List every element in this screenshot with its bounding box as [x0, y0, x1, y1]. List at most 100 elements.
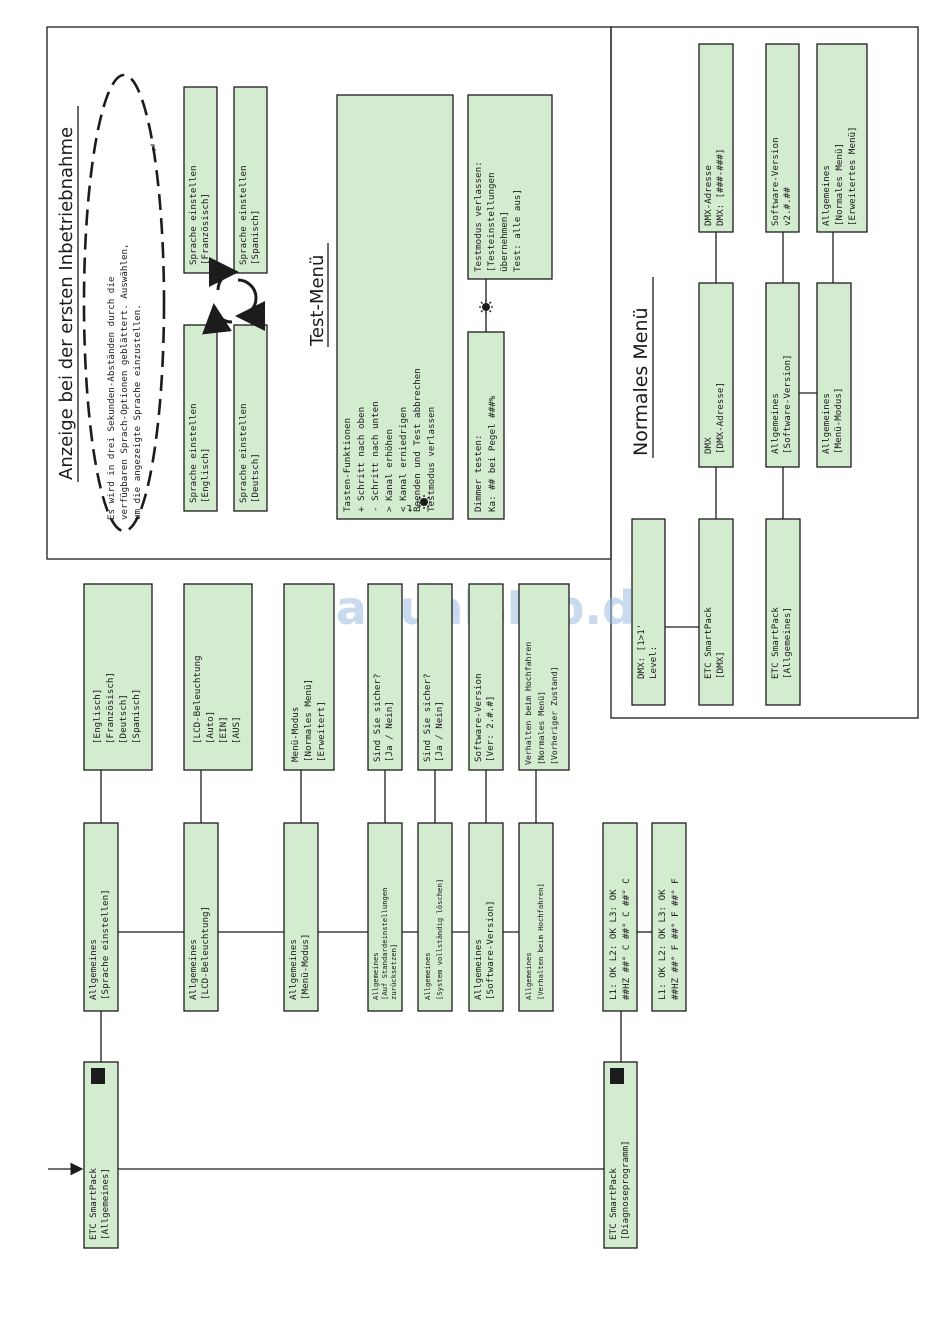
item-menu-mode-line-1: Allgemeines: [288, 939, 299, 1000]
cursor-block-icon: [610, 1068, 624, 1084]
dmx-address-value-box: [698, 43, 734, 233]
etc-dmx-line-2: [DMX]: [715, 651, 726, 679]
value-lcd-line-4: [AUS]: [231, 716, 242, 744]
value-lcd-line-2: [Auto]: [205, 711, 216, 744]
dmx-address-value-line-2: DMX: [###-###]: [715, 149, 726, 226]
general-software-line-1: Allgemeines: [770, 393, 781, 454]
diag-fahrenheit-line-1: L1: OK L2: OK L3: OK: [657, 889, 668, 1000]
value-lcd-line-1: [LCD-Beleuchtung: [192, 655, 203, 744]
first-start-heading: Anzeige bei der ersten Inbetriebnahme: [56, 127, 77, 480]
item-lcd-line-1: Allgemeines: [188, 939, 199, 1000]
root-general-line-1: ETC SmartPack: [88, 1168, 99, 1240]
dimmer-test-line-2: Ka: ## bei Pegel ###%: [487, 395, 498, 512]
language-french-box: [183, 86, 218, 274]
software-version-value-line-1: Software-Version: [770, 137, 781, 226]
value-lcd-line-3: [EIN]: [218, 716, 229, 744]
test-keys-line-5: < Kanal erniedrigen: [398, 407, 409, 512]
item-reset-line-2: [Auf Standardeinstellungen: [380, 887, 389, 1000]
etc-general-line-2: [Allgemeines]: [782, 607, 793, 679]
root-diagnostics-line-1: ETC SmartPack: [608, 1168, 619, 1240]
item-startup-line-1: Allgemeines: [524, 952, 533, 1000]
item-reset-box: [367, 822, 403, 1012]
dimmer-test-box: [467, 331, 505, 520]
language-spanish-line-1: Sprache einstellen: [238, 165, 249, 265]
value-reset-confirm-line-1: Sind Sie sicher?: [372, 673, 383, 762]
test-exit-line-2: [Testeinstellungen: [486, 172, 497, 272]
menu-mode-value-line-1: Allgemeines: [821, 165, 832, 226]
item-reset-line-3: zurücksetzen]: [389, 944, 398, 1000]
test-keys-line-1: Tasten-Funktionen: [342, 418, 353, 512]
item-lcd-box: [183, 822, 219, 1012]
menu-mode-value-box: [816, 43, 868, 233]
test-exit-line-4: Test: alle aus]: [512, 189, 523, 272]
diag-fahrenheit-box: [651, 822, 687, 1012]
item-startup-box: [518, 822, 554, 1012]
value-reset-confirm-line-2: [Ja / Nein]: [384, 701, 395, 762]
value-language-line-3: [Deutsch]: [118, 694, 129, 744]
test-exit-line-1: Testmodus verlassen:: [473, 161, 484, 272]
root-general-line-2: [Allgemeines]: [100, 1168, 111, 1240]
item-software-line-1: Allgemeines: [473, 939, 484, 1000]
test-keys-line-7: Testmodus verlassen: [426, 407, 437, 512]
general-software-box: [765, 282, 800, 468]
menu-mode-value-line-3: [Erweitertes Menü]: [847, 126, 858, 226]
value-language-box: [83, 583, 153, 771]
item-reset-line-1: Allgemeines: [371, 952, 380, 1000]
general-software-line-2: [Software-Version]: [782, 354, 793, 454]
value-startup-line-1: Verhalten beim Hochfahren: [523, 642, 533, 765]
root-general-box: [83, 1061, 119, 1249]
test-keys-line-3: - Schritt nach unten: [370, 401, 381, 512]
general-menu-mode-box: [816, 282, 852, 468]
item-menu-mode-line-2: [Menü-Modus]: [300, 934, 311, 1000]
software-version-value-line-2: v2.#.##: [782, 187, 793, 226]
normal-menu-heading: Normales Menü: [630, 307, 652, 456]
value-lcd-box: [183, 583, 253, 771]
item-clear-box: [417, 822, 453, 1012]
software-version-value-box: [765, 43, 800, 233]
etc-dmx-line-1: ETC SmartPack: [703, 607, 714, 679]
language-spanish-box: [233, 86, 268, 274]
menu-mode-value-line-2: [Normales Menü]: [834, 143, 845, 226]
value-software-line-2: [Ver: 2.#.#]: [485, 696, 496, 762]
dmx-address-value-line-1: DMX-Adresse: [703, 165, 714, 226]
general-menu-mode-line-2: [Menü-Modus]: [833, 388, 844, 454]
language-french-line-1: Sprache einstellen: [188, 165, 199, 265]
value-menu-mode-line-2: [Normales Menü]: [303, 679, 314, 762]
value-reset-confirm-box: [367, 583, 403, 771]
language-german-line-1: Sprache einstellen: [238, 403, 249, 503]
value-menu-mode-line-3: [Erweitert]: [316, 701, 327, 762]
value-startup-box: [518, 583, 570, 771]
sun-icon: [417, 495, 431, 509]
diag-celsius-box: [602, 822, 638, 1012]
dmx-address-box: [698, 282, 734, 468]
language-german-line-2: [Deutsch]: [250, 453, 261, 503]
value-menu-mode-box: [283, 583, 335, 771]
item-language-box: [83, 822, 119, 1012]
item-startup-line-2: [Verhalten beim Hochfahren]: [536, 883, 545, 1000]
etc-general-box: [765, 518, 801, 706]
test-keys-line-6: Beenden und Test abbrechen: [412, 368, 423, 512]
item-language-line-1: Allgemeines: [88, 939, 99, 1000]
dmx-address-line-2: [DMX-Adresse]: [715, 382, 726, 454]
general-menu-mode-line-1: Allgemeines: [821, 393, 832, 454]
note-line-1: Es wird in drei Sekunden-Abständen durch…: [106, 277, 117, 520]
value-startup-line-2: [Normales Menü]: [536, 691, 546, 765]
item-clear-line-1: Allgemeines: [423, 952, 432, 1000]
value-clear-confirm-line-2: [Ja / Nein]: [434, 701, 445, 762]
note-ellipse: [82, 73, 166, 533]
root-diagnostics-box: [603, 1061, 638, 1249]
language-english-line-1: Sprache einstellen: [188, 403, 199, 503]
sun-icon: [479, 300, 493, 314]
diag-celsius-line-2: ##HZ ##° C ##° C ##° C: [621, 878, 632, 1000]
dmx-level-box: [631, 518, 666, 706]
value-menu-mode-line-1: Menü-Modus: [290, 707, 301, 762]
enter-key-icon: ↵: [145, 144, 160, 152]
test-exit-line-3: übernehmen]: [499, 211, 510, 272]
cycle-arrows-icon: [202, 257, 266, 335]
value-startup-line-3: [Vorheriger Zustand]: [549, 666, 559, 765]
language-spanish-line-2: [Spanisch]: [250, 210, 261, 265]
item-lcd-line-2: [LCD-Beleuchtung]: [200, 906, 211, 1000]
normal-menu-frame: [610, 26, 919, 719]
dmx-level-line-2: Level:: [648, 646, 659, 679]
